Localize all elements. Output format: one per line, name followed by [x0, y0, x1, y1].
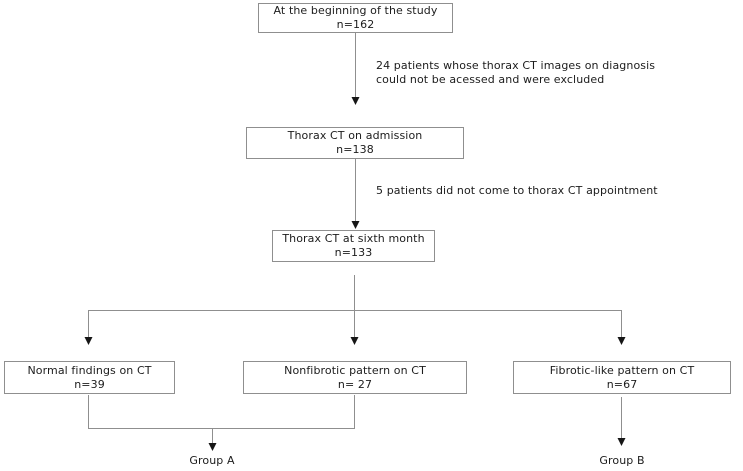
node-count: n=133 — [334, 246, 373, 259]
node-label: At the beginning of the study — [273, 4, 438, 17]
arrowhead-group-b — [617, 438, 626, 446]
arrowhead-nonfibrotic — [350, 337, 359, 345]
node-fibrotic-pattern: Fibrotic-like pattern on CT n=67 — [513, 361, 731, 394]
node-count: n=138 — [336, 143, 374, 156]
group-a-label: Group A — [189, 454, 235, 467]
node-ct-admission: Thorax CT on admission n=138 — [246, 127, 464, 159]
node-study-start: At the beginning of the study n=162 — [258, 3, 453, 33]
node-count: n=162 — [336, 18, 375, 31]
node-count: n=67 — [606, 377, 638, 391]
node-label: Nonfibrotic pattern on CT — [284, 363, 426, 377]
exclusion-note-line: could not be acessed and were excluded — [376, 72, 605, 86]
exclusion-note-2: 5 patients did not come to thorax CT app… — [376, 184, 658, 198]
arrowhead-group-a — [208, 443, 217, 451]
node-nonfibrotic-pattern: Nonfibrotic pattern on CT n= 27 — [243, 361, 467, 394]
exclusion-note-1: 24 patients whose thorax CT images on di… — [376, 59, 655, 86]
arrowhead-sixth-month — [351, 221, 360, 229]
node-label: Thorax CT at sixth month — [282, 232, 425, 245]
node-label: Normal findings on CT — [27, 363, 152, 377]
arrowhead-admission — [351, 97, 360, 105]
group-b-label: Group B — [599, 454, 645, 467]
node-label: Fibrotic-like pattern on CT — [549, 363, 695, 377]
exclusion-note-line: 5 patients did not come to thorax CT app… — [376, 184, 658, 197]
arrowhead-normal — [84, 337, 93, 345]
node-count: n=39 — [74, 377, 105, 391]
node-normal-findings: Normal findings on CT n=39 — [4, 361, 175, 394]
node-ct-sixth-month: Thorax CT at sixth month n=133 — [272, 230, 435, 262]
arrowhead-fibrotic — [617, 337, 626, 345]
exclusion-note-line: 24 patients whose thorax CT images on di… — [376, 59, 656, 72]
node-label: Thorax CT on admission — [287, 129, 423, 142]
node-count: n= 27 — [337, 377, 373, 391]
